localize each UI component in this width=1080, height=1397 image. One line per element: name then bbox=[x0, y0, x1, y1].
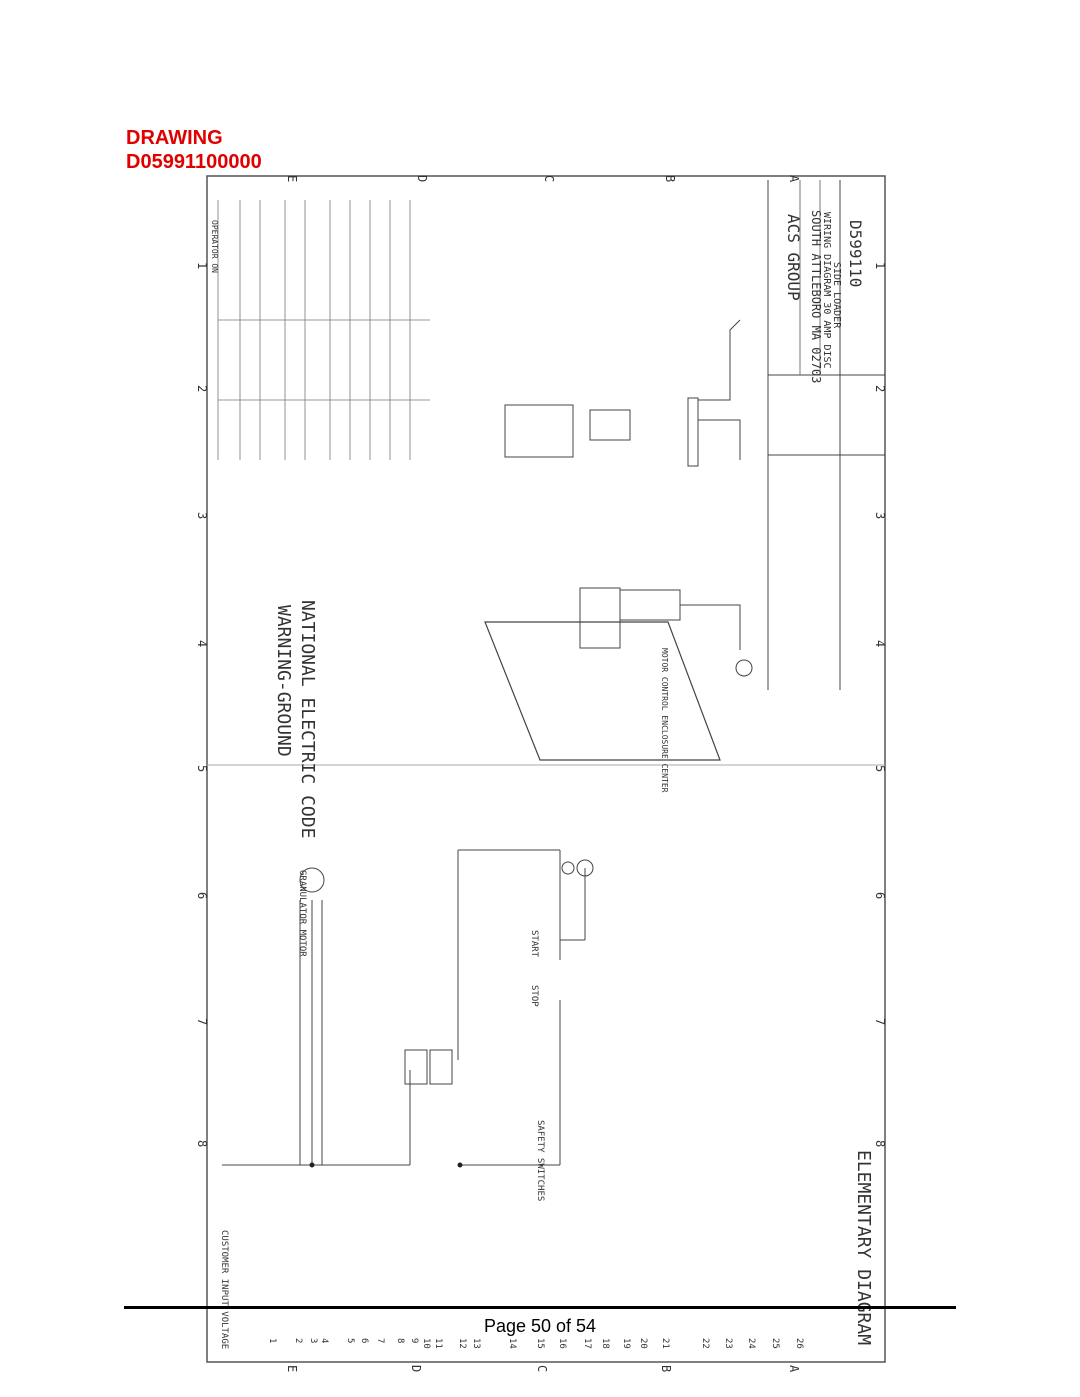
granulator-motor-label: GRANULATOR MOTOR bbox=[297, 870, 307, 957]
row-number: 12 bbox=[457, 1338, 467, 1349]
border-number: 2 bbox=[873, 385, 887, 392]
heading-drawing-number: D05991100000 bbox=[126, 151, 262, 173]
border-number: 6 bbox=[195, 892, 209, 899]
row-number: 9 bbox=[409, 1338, 419, 1343]
border-letter: C bbox=[535, 1365, 549, 1372]
terminal-box bbox=[589, 409, 631, 441]
border-number: 8 bbox=[195, 1140, 209, 1147]
row-number: 17 bbox=[582, 1338, 592, 1349]
border-letter: E bbox=[285, 1365, 299, 1372]
row-number: 7 bbox=[375, 1338, 385, 1343]
row-number: 14 bbox=[507, 1338, 517, 1349]
top-border-letters: E D C B A bbox=[285, 175, 801, 183]
start-label: START bbox=[529, 930, 539, 958]
wire bbox=[698, 319, 741, 401]
footer-rule bbox=[124, 1306, 956, 1309]
customer-input-label: CUSTOMER INPUT VOLTAGE bbox=[219, 1230, 229, 1349]
terminal-strip bbox=[687, 397, 699, 467]
drawing-number: D599110 bbox=[846, 220, 865, 287]
row-number: 5 bbox=[345, 1338, 355, 1343]
row-number: 18 bbox=[600, 1338, 610, 1349]
row-number: 16 bbox=[557, 1338, 567, 1349]
border-letter: E bbox=[285, 175, 299, 182]
border-number: 3 bbox=[873, 512, 887, 519]
row-number: 13 bbox=[471, 1338, 481, 1349]
row-number: 21 bbox=[660, 1338, 670, 1349]
drawing-heading: DRAWING D05991100000 bbox=[126, 126, 262, 174]
company-name: ACS GROUP bbox=[784, 214, 803, 301]
motor-box bbox=[579, 587, 621, 649]
row-number: 3 bbox=[308, 1338, 318, 1343]
row-number: 15 bbox=[535, 1338, 545, 1349]
border-letter: A bbox=[787, 175, 801, 183]
border-letter: C bbox=[542, 175, 556, 182]
row-number: 24 bbox=[746, 1338, 756, 1349]
control-enclosure-outline bbox=[484, 621, 721, 761]
border-number: 3 bbox=[195, 512, 209, 519]
row-number: 10 bbox=[421, 1338, 431, 1349]
border-letter: B bbox=[663, 175, 677, 182]
border-number: 5 bbox=[873, 765, 887, 772]
bottom-border-letters: E D C B A bbox=[285, 1365, 801, 1373]
border-letter: A bbox=[787, 1365, 801, 1373]
breaker-box bbox=[619, 589, 681, 621]
border-number: 4 bbox=[873, 640, 887, 647]
drawing-title: WIRING DIAGRAM 30 AMP DISC bbox=[821, 212, 832, 369]
drawing-frame bbox=[206, 175, 886, 1363]
schematic-wiring bbox=[222, 849, 594, 1166]
national-electric-code-label: NATIONAL ELECTRIC CODE bbox=[297, 600, 318, 838]
row-number: 25 bbox=[770, 1338, 780, 1349]
border-number: 5 bbox=[195, 765, 209, 772]
row-number: 4 bbox=[319, 1338, 329, 1343]
junction-dot bbox=[309, 1162, 315, 1168]
warning-ground-label: WARNING-GROUND bbox=[273, 605, 294, 757]
elementary-diagram-label: ELEMENTARY DIAGRAM bbox=[853, 1150, 874, 1345]
row-number: 22 bbox=[700, 1338, 710, 1349]
stop-label: STOP bbox=[529, 985, 539, 1007]
row-number: 23 bbox=[723, 1338, 733, 1349]
row-number: 8 bbox=[395, 1338, 405, 1343]
drawing-subtitle: SIDE LOADER bbox=[831, 262, 842, 329]
disconnect-box bbox=[504, 404, 574, 458]
border-number: 7 bbox=[195, 1018, 209, 1025]
border-number: 2 bbox=[195, 385, 209, 392]
border-number: 4 bbox=[195, 640, 209, 647]
row-number: 11 bbox=[433, 1338, 443, 1349]
row-number: 2 bbox=[293, 1338, 303, 1343]
junction-dot bbox=[457, 1162, 463, 1168]
border-numbers: 1 2 3 4 5 6 7 8 1 2 3 4 5 6 7 8 bbox=[195, 262, 887, 1147]
control-center-label: MOTOR CONTROL ENCLOSURE CENTER bbox=[660, 648, 669, 793]
border-number: 1 bbox=[195, 262, 209, 269]
border-number: 6 bbox=[873, 892, 887, 899]
wire bbox=[698, 419, 741, 460]
row-number: 26 bbox=[794, 1338, 804, 1349]
row-numbers: 1 2 3 4 5 6 7 8 9 10 11 12 13 14 15 16 1… bbox=[267, 1338, 804, 1349]
row-number: 19 bbox=[621, 1338, 631, 1349]
border-letter: D bbox=[415, 175, 429, 182]
title-block bbox=[767, 180, 885, 690]
page-number: Page 50 of 54 bbox=[483, 1316, 597, 1336]
heading-line-1: DRAWING bbox=[126, 127, 223, 149]
wire-table bbox=[217, 200, 430, 460]
row-number: 20 bbox=[638, 1338, 648, 1349]
operator-on-label: OPERATOR ON bbox=[210, 220, 219, 273]
border-number: 1 bbox=[873, 262, 887, 269]
border-letter: D bbox=[409, 1365, 423, 1372]
safety-switches-label: SAFETY SWITCHES bbox=[535, 1120, 545, 1201]
row-number: 1 bbox=[267, 1338, 277, 1343]
border-number: 7 bbox=[873, 1018, 887, 1025]
border-number: 8 bbox=[873, 1140, 887, 1147]
motor-symbol bbox=[735, 659, 753, 677]
row-number: 6 bbox=[359, 1338, 369, 1343]
border-letter: B bbox=[659, 1365, 673, 1372]
company-address: SOUTH ATTLEBORO MA 02703 bbox=[809, 210, 823, 383]
wire bbox=[680, 604, 741, 650]
